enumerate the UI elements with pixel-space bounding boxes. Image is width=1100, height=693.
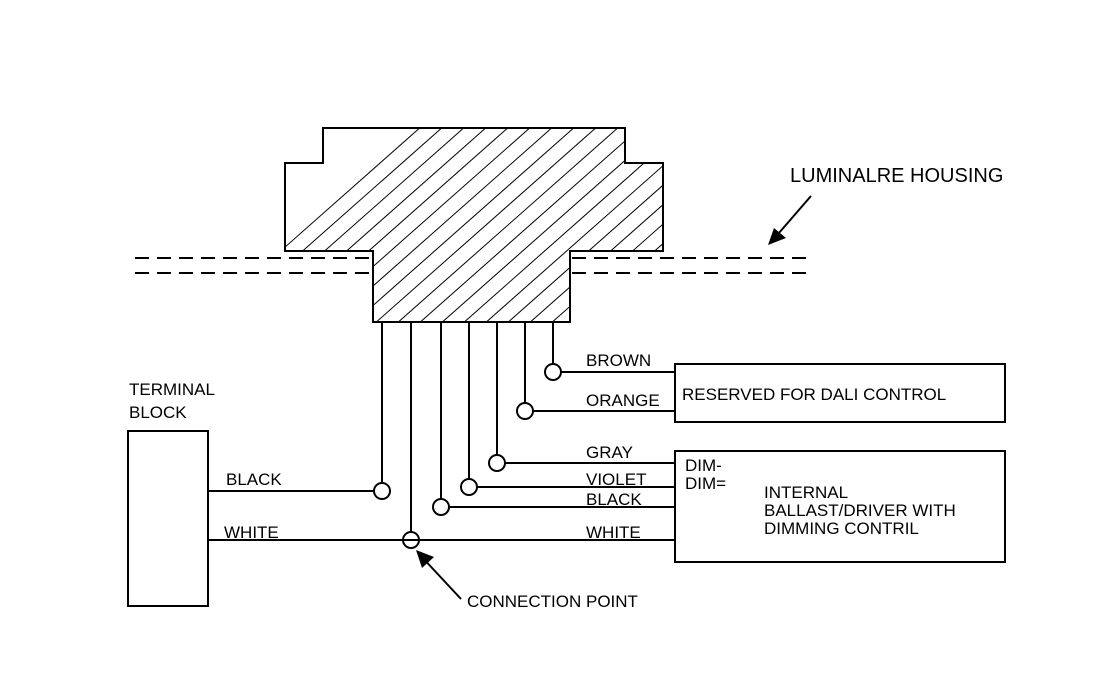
housing-arrow-icon (768, 195, 812, 245)
dim-minus-label: DIM- (685, 456, 722, 475)
hatch-line (285, 128, 441, 322)
wire-label-white-ballast: WHITE (586, 523, 641, 542)
hatch-line (285, 128, 463, 322)
hatch-line (311, 128, 573, 322)
hatch-line (399, 128, 661, 322)
terminal-block-label-2: BLOCK (129, 403, 187, 422)
wire-label-white-terminal: WHITE (224, 523, 279, 542)
wire-label-violet: VIOLET (586, 470, 646, 489)
hatch-line (487, 128, 663, 322)
ballast-box (674, 450, 1006, 563)
fixture-body (284, 110, 1056, 340)
hatch-line (509, 128, 663, 322)
dali-box-label: RESERVED FOR DALI CONTROL (682, 385, 946, 404)
hatch-line (285, 128, 529, 322)
hatch-line (730, 110, 990, 340)
hatch-line (774, 110, 1034, 340)
fixture-leads (381, 322, 554, 533)
wire-label-orange: ORANGE (586, 391, 660, 410)
wire-label-gray: GRAY (586, 443, 633, 462)
connection-arrow-icon (416, 550, 462, 600)
wire-label-black-terminal: BLACK (226, 470, 282, 489)
hatch-line (377, 128, 639, 322)
hatch-line (355, 128, 617, 322)
hatch-line (686, 110, 946, 340)
hatch-line (664, 110, 924, 340)
hatch-line (553, 128, 663, 322)
hatch-line (641, 128, 663, 322)
hatch-line (289, 128, 551, 322)
dim-eq-label: DIM= (685, 474, 726, 493)
terminal-block (127, 430, 209, 607)
hatch-line (575, 128, 663, 322)
wire-label-black-ballast: BLACK (586, 490, 642, 509)
hatch-line (421, 128, 663, 322)
wire-label-brown: BROWN (586, 351, 651, 370)
hatch-line (708, 110, 968, 340)
hatch-line (465, 128, 663, 322)
housing-label: LUMINALRE HOUSING (790, 165, 1003, 187)
dali-box (674, 363, 1006, 423)
ballast-label-2: BALLAST/DRIVER WITH (764, 501, 956, 520)
hatch-line (443, 128, 663, 322)
connection-points (373, 363, 562, 549)
connection-point-label: CONNECTION POINT (467, 592, 638, 611)
hatch-line (333, 128, 595, 322)
terminal-block-label-1: TERMINAL (129, 380, 215, 399)
ballast-label-3: DIMMING CONTRIL (764, 519, 919, 538)
hatch-line (619, 128, 663, 322)
horizontal-wires (208, 371, 675, 541)
hatch-line (752, 110, 1012, 340)
ballast-label-1: INTERNAL (764, 483, 848, 502)
hatch-line (285, 128, 485, 322)
hatch-line (796, 110, 1056, 340)
hatch-line (597, 128, 663, 322)
housing-wall (135, 257, 808, 274)
